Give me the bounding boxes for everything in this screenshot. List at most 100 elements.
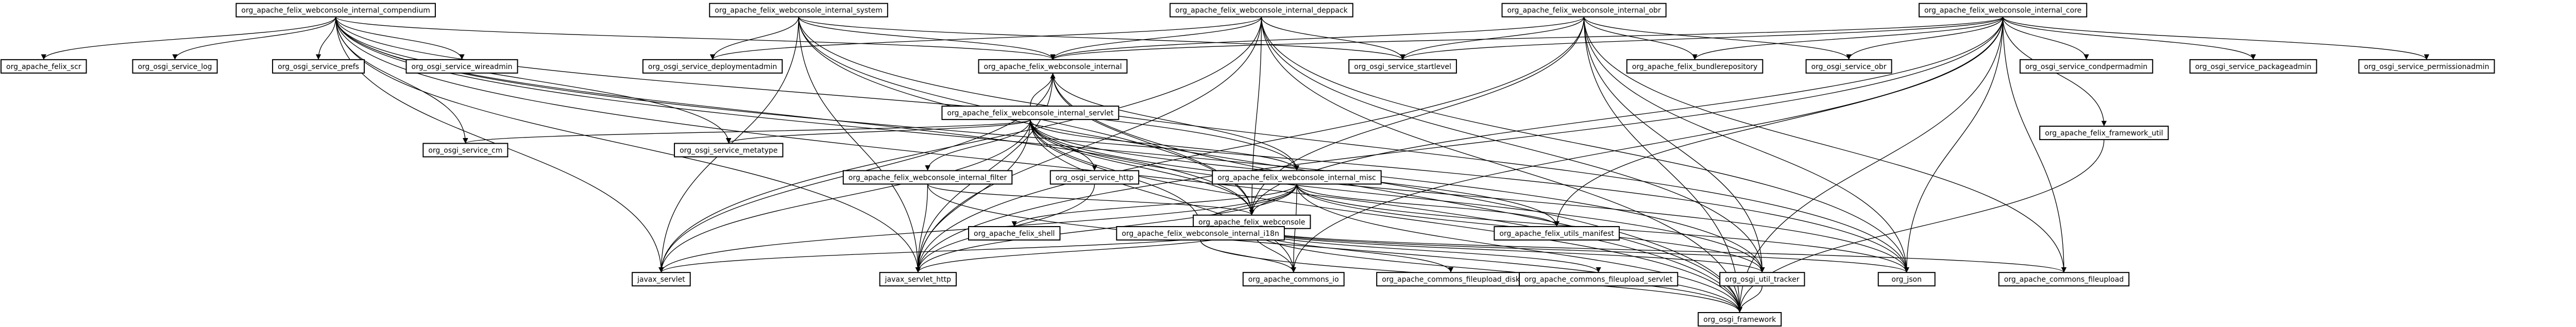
- node-box: [1805, 59, 1892, 74]
- node-json: org_json: [1877, 272, 1936, 287]
- edge-frameworkutil-to-framework: [1737, 140, 2105, 313]
- node-label: org_osgi_service_http: [1056, 174, 1134, 182]
- node-label: javax_servlet_http: [885, 276, 951, 284]
- edge-obr-to-jservlethttp: [915, 16, 1585, 273]
- node-frameworkutil: org_apache_felix_framework_util: [2039, 126, 2169, 141]
- edge-system-to-deploymentadmin: [709, 16, 799, 60]
- node-label: org_osgi_service_packageadmin: [2195, 63, 2312, 71]
- node-box: [1170, 3, 1353, 18]
- edge-core-to-jservlethttp: [915, 16, 2004, 273]
- node-shell: org_apache_felix_shell: [968, 226, 1061, 241]
- node-manifest: org_apache_felix_utils_manifest: [1494, 226, 1620, 241]
- node-log: org_osgi_service_log: [132, 59, 218, 74]
- node-label: org_osgi_service_deploymentadmin: [648, 63, 777, 71]
- edge-composition-to-log: [172, 16, 336, 60]
- edge-obr-to-json: [1583, 16, 1909, 273]
- edge-deppack-to-startlevel: [1261, 16, 1405, 60]
- edge-system-to-startlevel: [798, 16, 1405, 60]
- node-tracker: org_osgi_util_tracker: [1719, 272, 1805, 287]
- node-label: org_apache_commons_fileupload_disk: [1382, 276, 1520, 284]
- edge-webconsole-to-json: [1251, 228, 1909, 273]
- node-fileupload-servlet: org_apache_commons_fileupload_servlet: [1518, 272, 1679, 287]
- node-box: [1626, 59, 1764, 74]
- node-label: org_apache_commons_fileupload_servlet: [1524, 276, 1673, 284]
- edge-servlet-to-framework: [1030, 119, 1742, 313]
- node-deploymentadmin: org_osgi_service_deploymentadmin: [642, 59, 783, 74]
- node-label: org_apache_felix_webconsole_internal: [984, 63, 1122, 71]
- node-deppack: org_apache_felix_webconsole_internal_dep…: [1170, 3, 1353, 18]
- edge-deppack-to-internal: [1050, 16, 1262, 60]
- node-scr: org_apache_felix_scr: [1, 59, 87, 74]
- edge-obr-to-framework: [1583, 16, 1742, 313]
- edge-system-to-framework: [798, 16, 1742, 313]
- node-box: [2019, 59, 2154, 74]
- node-label: org_apache_felix_framework_util: [2045, 129, 2163, 137]
- node-box: [1998, 272, 2130, 287]
- node-box: [2189, 59, 2317, 74]
- edge-servlet-to-filter: [925, 119, 1031, 171]
- node-obr: org_apache_felix_webconsole_internal_obr: [1501, 3, 1667, 18]
- edge-composition-to-cm: [335, 16, 468, 144]
- edge-core-to-commonsio: [1291, 16, 2004, 273]
- node-label: org_osgi_service_condpermadmin: [2025, 63, 2147, 71]
- node-label: org_apache_commons_io: [1248, 276, 1339, 284]
- edge-composition-to-prefs: [315, 16, 336, 60]
- edge-obr-to-fileupload: [1583, 16, 2067, 273]
- edge-composition-to-scr: [41, 16, 336, 60]
- edge-misc-to-internal: [1050, 73, 1297, 171]
- node-label: org_apache_felix_utils_manifest: [1499, 230, 1614, 238]
- node-label: org_osgi_service_metatype: [680, 147, 777, 155]
- node-box: [1376, 272, 1526, 287]
- edge-webconsole-to-fileupload: [1251, 228, 2066, 273]
- node-wireadmin: org_osgi_service_wireadmin: [405, 59, 518, 74]
- nodes-layer: org_apache_felix_webconsole_internal_com…: [1, 3, 2495, 326]
- edge-obr-to-startlevel: [1400, 16, 1585, 60]
- node-label: org_apache_felix_webconsole_internal_obr: [1507, 7, 1660, 15]
- edge-core-to-permissionadmin: [2002, 16, 2429, 60]
- edge-composition-to-misc: [335, 16, 1300, 171]
- edge-composition-to-internal: [335, 16, 1056, 60]
- node-filter: org_apache_felix_webconsole_internal_fil…: [842, 170, 1013, 185]
- node-label: org_osgi_util_tracker: [1725, 276, 1799, 284]
- edge-misc-to-manifest: [1296, 184, 1560, 227]
- edge-servlet-to-jservlethttp: [915, 119, 1031, 273]
- edge-composition-to-jservlethttp: [335, 16, 921, 273]
- edge-deppack-to-webconsole: [1249, 16, 1262, 215]
- node-box: [709, 3, 888, 18]
- edge-system-to-internal: [798, 16, 1056, 60]
- edge-deppack-to-jservlet: [658, 16, 1262, 273]
- node-label: org_osgi_service_obr: [1811, 63, 1887, 71]
- edge-servlet-to-internal: [1030, 73, 1056, 107]
- edge-filter-to-webconsole: [927, 183, 1255, 216]
- node-label: org_osgi_service_permissionadmin: [2364, 63, 2489, 71]
- node-box: [632, 272, 691, 287]
- node-label: org_apache_felix_scr: [6, 63, 81, 71]
- edge-servlet-to-json: [1030, 119, 1909, 273]
- edge-misc-to-shell: [1011, 184, 1297, 227]
- node-box: [272, 59, 365, 74]
- node-box: [405, 59, 518, 74]
- node-label: org_apache_felix_webconsole_internal_fil…: [849, 174, 1007, 182]
- node-system: org_apache_felix_webconsole_internal_sys…: [709, 3, 888, 18]
- node-label: org_osgi_service_startlevel: [1354, 63, 1451, 71]
- node-box: [642, 59, 783, 74]
- edge-core-to-bundlerepository: [1692, 16, 2004, 60]
- node-box: [1918, 3, 2088, 18]
- node-box: [1494, 226, 1620, 241]
- node-box: [1116, 226, 1285, 241]
- node-http: org_osgi_service_http: [1049, 170, 1140, 185]
- node-box: [1, 59, 87, 74]
- edge-core-to-manifest: [1554, 16, 2004, 227]
- edge-obr-to-internal: [1050, 16, 1585, 60]
- node-label: org_apache_felix_bundlerepository: [1632, 63, 1758, 71]
- edge-deppack-to-json: [1261, 16, 1909, 273]
- node-box: [842, 170, 1013, 185]
- node-startlevel: org_osgi_service_startlevel: [1348, 59, 1457, 74]
- edge-servlet-to-webconsole: [1030, 119, 1255, 215]
- edge-core-to-condpermadmin: [2002, 16, 2089, 60]
- node-obrsvc: org_osgi_service_obr: [1805, 59, 1892, 74]
- node-misc: org_apache_felix_webconsole_internal_mis…: [1212, 170, 1382, 185]
- node-metatype: org_osgi_service_metatype: [674, 143, 784, 158]
- node-label: org_apache_commons_fileupload: [2004, 276, 2124, 284]
